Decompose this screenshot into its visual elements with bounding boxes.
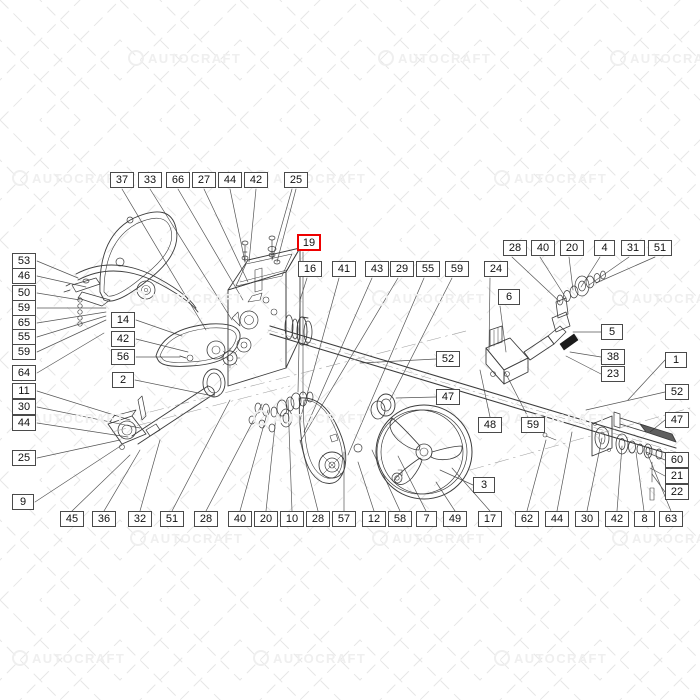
callout-41[interactable]: 41 — [332, 261, 356, 277]
callout-28[interactable]: 28 — [503, 240, 527, 256]
callout-1[interactable]: 1 — [665, 352, 687, 368]
callout-44[interactable]: 44 — [218, 172, 242, 188]
callout-55[interactable]: 55 — [416, 261, 440, 277]
callout-20[interactable]: 20 — [560, 240, 584, 256]
callout-20[interactable]: 20 — [254, 511, 278, 527]
callout-6[interactable]: 6 — [498, 289, 520, 305]
callout-7[interactable]: 7 — [416, 511, 437, 527]
callout-42[interactable]: 42 — [111, 331, 135, 347]
callout-22[interactable]: 22 — [665, 484, 689, 500]
callout-66[interactable]: 66 — [166, 172, 190, 188]
callout-19[interactable]: 19 — [297, 234, 321, 251]
callout-52[interactable]: 52 — [436, 351, 460, 367]
callout-9[interactable]: 9 — [12, 494, 34, 510]
callout-27[interactable]: 27 — [192, 172, 216, 188]
callout-46[interactable]: 46 — [12, 268, 36, 284]
callout-43[interactable]: 43 — [365, 261, 389, 277]
callout-59[interactable]: 59 — [445, 261, 469, 277]
callout-14[interactable]: 14 — [111, 312, 135, 328]
callout-52[interactable]: 52 — [665, 384, 689, 400]
callout-2[interactable]: 2 — [112, 372, 134, 388]
callout-47[interactable]: 47 — [436, 389, 460, 405]
callout-62[interactable]: 62 — [515, 511, 539, 527]
callout-37[interactable]: 37 — [110, 172, 134, 188]
callout-40[interactable]: 40 — [228, 511, 252, 527]
callout-40[interactable]: 40 — [531, 240, 555, 256]
callout-50[interactable]: 50 — [12, 285, 36, 301]
callout-31[interactable]: 31 — [621, 240, 645, 256]
callout-42[interactable]: 42 — [244, 172, 268, 188]
callout-44[interactable]: 44 — [12, 415, 36, 431]
callout-59[interactable]: 59 — [12, 300, 36, 316]
callout-48[interactable]: 48 — [478, 417, 502, 433]
callout-8[interactable]: 8 — [634, 511, 655, 527]
callout-3[interactable]: 3 — [473, 477, 495, 493]
callout-10[interactable]: 10 — [280, 511, 304, 527]
callout-51[interactable]: 51 — [160, 511, 184, 527]
callout-30[interactable]: 30 — [575, 511, 599, 527]
callout-24[interactable]: 24 — [484, 261, 508, 277]
callout-11[interactable]: 11 — [12, 383, 36, 399]
callout-63[interactable]: 63 — [659, 511, 683, 527]
callout-5[interactable]: 5 — [601, 324, 623, 340]
callout-65[interactable]: 65 — [12, 315, 36, 331]
callout-25[interactable]: 25 — [12, 450, 36, 466]
callout-57[interactable]: 57 — [332, 511, 356, 527]
callout-16[interactable]: 16 — [298, 261, 322, 277]
callout-33[interactable]: 33 — [138, 172, 162, 188]
callout-64[interactable]: 64 — [12, 365, 36, 381]
callout-30[interactable]: 30 — [12, 399, 36, 415]
callout-49[interactable]: 49 — [443, 511, 467, 527]
callout-55[interactable]: 55 — [12, 329, 36, 345]
callout-45[interactable]: 45 — [60, 511, 84, 527]
callout-32[interactable]: 32 — [128, 511, 152, 527]
callout-25[interactable]: 25 — [284, 172, 308, 188]
callout-58[interactable]: 58 — [388, 511, 412, 527]
callout-56[interactable]: 56 — [111, 349, 135, 365]
callout-53[interactable]: 53 — [12, 253, 36, 269]
callout-4[interactable]: 4 — [594, 240, 615, 256]
callout-42[interactable]: 42 — [605, 511, 629, 527]
callout-28[interactable]: 28 — [306, 511, 330, 527]
callout-21[interactable]: 21 — [665, 468, 689, 484]
callout-44[interactable]: 44 — [545, 511, 569, 527]
callout-47[interactable]: 47 — [665, 412, 689, 428]
callout-36[interactable]: 36 — [92, 511, 116, 527]
callout-60[interactable]: 60 — [665, 452, 689, 468]
callout-28[interactable]: 28 — [194, 511, 218, 527]
callout-29[interactable]: 29 — [390, 261, 414, 277]
callout-38[interactable]: 38 — [601, 349, 625, 365]
callout-23[interactable]: 23 — [601, 366, 625, 382]
callout-12[interactable]: 12 — [362, 511, 386, 527]
callout-59[interactable]: 59 — [12, 344, 36, 360]
callout-51[interactable]: 51 — [648, 240, 672, 256]
callout-59[interactable]: 59 — [521, 417, 545, 433]
callout-17[interactable]: 17 — [478, 511, 502, 527]
